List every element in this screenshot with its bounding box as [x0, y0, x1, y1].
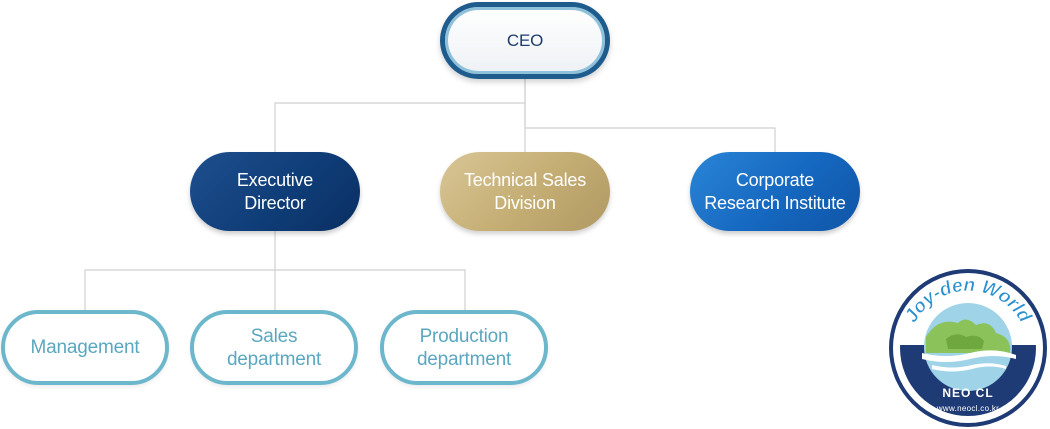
earth-globe-icon — [924, 303, 1012, 391]
technical-sales-division-node: Technical Sales Division — [440, 152, 610, 231]
joy-den-world-badge: Joy-den World — [889, 269, 1047, 427]
ceo-node: CEO — [440, 2, 610, 79]
production-department-node: Production department — [380, 310, 548, 385]
executive-director-node: Executive Director — [190, 152, 360, 231]
corporate-research-institute-node: Corporate Research Institute — [690, 152, 860, 231]
management-node: Management — [1, 310, 169, 385]
badge-brand-label: NEO CL — [942, 386, 994, 400]
badge-url-label: www.neocl.co.kr — [936, 404, 1000, 413]
sales-department-node: Sales department — [190, 310, 358, 385]
